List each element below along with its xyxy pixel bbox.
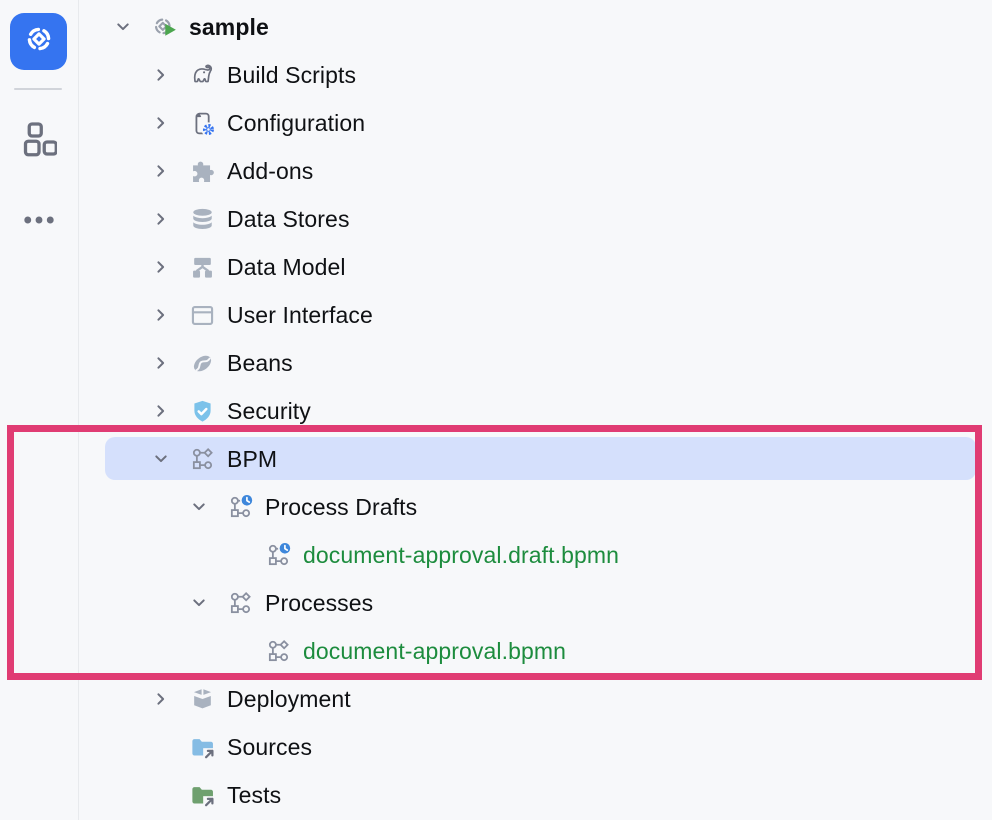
tree-row-deployment[interactable]: Deployment bbox=[80, 675, 992, 723]
bpm-draft-icon bbox=[227, 493, 265, 521]
tree-row-beans[interactable]: Beans bbox=[80, 339, 992, 387]
modules-tool-button[interactable] bbox=[20, 121, 58, 162]
tree-row-content: Tests bbox=[80, 771, 992, 819]
tree-item-label: Add-ons bbox=[227, 158, 314, 184]
folder-sources-icon bbox=[189, 734, 227, 761]
user-interface-icon bbox=[189, 302, 227, 329]
tree-row-content: Data Model bbox=[80, 243, 992, 291]
chevron-right-icon[interactable] bbox=[149, 209, 189, 229]
activity-bar bbox=[0, 0, 79, 820]
chevron-right-icon[interactable] bbox=[149, 65, 189, 85]
more-tool-button[interactable] bbox=[20, 203, 58, 241]
app-logo-button[interactable] bbox=[10, 13, 67, 70]
jmix-logo-icon bbox=[21, 21, 57, 62]
tree-item-label: Build Scripts bbox=[227, 62, 357, 88]
tree-row-configuration[interactable]: Configuration bbox=[80, 99, 992, 147]
tree-item-label: Processes bbox=[265, 590, 374, 616]
tree-item-label: Process Drafts bbox=[265, 494, 418, 520]
chevron-down-icon[interactable] bbox=[187, 593, 227, 613]
tree-row-user-interface[interactable]: User Interface bbox=[80, 291, 992, 339]
tree-row-content: Sources bbox=[80, 723, 992, 771]
tree-item-label: Deployment bbox=[227, 686, 351, 712]
tree-row-security[interactable]: Security bbox=[80, 387, 992, 435]
project-root-icon bbox=[151, 14, 189, 41]
tree-item-label: document-approval.bpmn bbox=[303, 638, 567, 664]
tree-row-content: Beans bbox=[80, 339, 992, 387]
security-shield-icon bbox=[189, 398, 227, 425]
tree-row-content: Add-ons bbox=[80, 147, 992, 195]
tree-row-sources[interactable]: Sources bbox=[80, 723, 992, 771]
tree-row-content: Security bbox=[80, 387, 992, 435]
tree-row-data-stores[interactable]: Data Stores bbox=[80, 195, 992, 243]
tree-row-content: document-approval.bpmn bbox=[80, 627, 992, 675]
tree-row-content: sample bbox=[80, 3, 992, 51]
chevron-right-icon[interactable] bbox=[149, 257, 189, 277]
chevron-down-icon[interactable] bbox=[111, 17, 151, 37]
deployment-icon bbox=[189, 686, 227, 713]
tree-row-processes[interactable]: Processes bbox=[80, 579, 992, 627]
tree-row-content: Data Stores bbox=[80, 195, 992, 243]
tree-item-label: Security bbox=[227, 398, 311, 424]
tree-row-document-approval-draft-bpmn[interactable]: document-approval.draft.bpmn bbox=[80, 531, 992, 579]
addon-puzzle-icon bbox=[189, 158, 227, 185]
beans-icon bbox=[189, 350, 227, 377]
tree-row-tests[interactable]: Tests bbox=[80, 771, 992, 819]
folder-tests-icon bbox=[189, 782, 227, 809]
tree-row-process-drafts[interactable]: Process Drafts bbox=[80, 483, 992, 531]
chevron-right-icon[interactable] bbox=[149, 353, 189, 373]
tree-row-content: Process Drafts bbox=[80, 483, 992, 531]
tree-item-label: sample bbox=[189, 14, 269, 40]
tree-row-data-model[interactable]: Data Model bbox=[80, 243, 992, 291]
tree-row-content: Configuration bbox=[80, 99, 992, 147]
chevron-right-icon[interactable] bbox=[149, 161, 189, 181]
tree-row-build-scripts[interactable]: Build Scripts bbox=[80, 51, 992, 99]
chevron-right-icon[interactable] bbox=[149, 113, 189, 133]
tree-item-label: Beans bbox=[227, 350, 293, 376]
tree-row-bpm[interactable]: BPM bbox=[80, 435, 992, 483]
tree-row-content: BPM bbox=[80, 435, 992, 483]
gradle-icon bbox=[189, 62, 227, 89]
chevron-right-icon[interactable] bbox=[149, 305, 189, 325]
tree-item-label: User Interface bbox=[227, 302, 373, 328]
tree-row-document-approval-bpmn[interactable]: document-approval.bpmn bbox=[80, 627, 992, 675]
tree-item-label: Data Model bbox=[227, 254, 346, 280]
tree-item-label: document-approval.draft.bpmn bbox=[303, 542, 620, 568]
chevron-right-icon[interactable] bbox=[149, 689, 189, 709]
modules-icon bbox=[21, 121, 58, 162]
bpm-icon bbox=[227, 590, 265, 617]
tree-row-content: Deployment bbox=[80, 675, 992, 723]
tree-item-label: Data Stores bbox=[227, 206, 350, 232]
bpm-draft-icon bbox=[265, 541, 303, 569]
chevron-down-icon[interactable] bbox=[149, 449, 189, 469]
config-file-icon bbox=[189, 110, 227, 137]
tree-item-label: BPM bbox=[227, 446, 278, 472]
tree-row-content: Build Scripts bbox=[80, 51, 992, 99]
tree-item-label: Configuration bbox=[227, 110, 366, 136]
bpm-icon bbox=[265, 638, 303, 665]
tree-item-label: Sources bbox=[227, 734, 313, 760]
tree-item-label: Tests bbox=[227, 782, 282, 808]
chevron-right-icon[interactable] bbox=[149, 401, 189, 421]
tree-row-content: Processes bbox=[80, 579, 992, 627]
tree-row-content: document-approval.draft.bpmn bbox=[80, 531, 992, 579]
chevron-down-icon[interactable] bbox=[187, 497, 227, 517]
data-model-icon bbox=[189, 254, 227, 281]
bpm-icon bbox=[189, 446, 227, 473]
data-stores-icon bbox=[189, 206, 227, 233]
tree-row-add-ons[interactable]: Add-ons bbox=[80, 147, 992, 195]
more-icon bbox=[21, 202, 57, 243]
tree-row-sample[interactable]: sample bbox=[80, 3, 992, 51]
tree-row-content: User Interface bbox=[80, 291, 992, 339]
activity-bar-divider bbox=[14, 88, 62, 90]
